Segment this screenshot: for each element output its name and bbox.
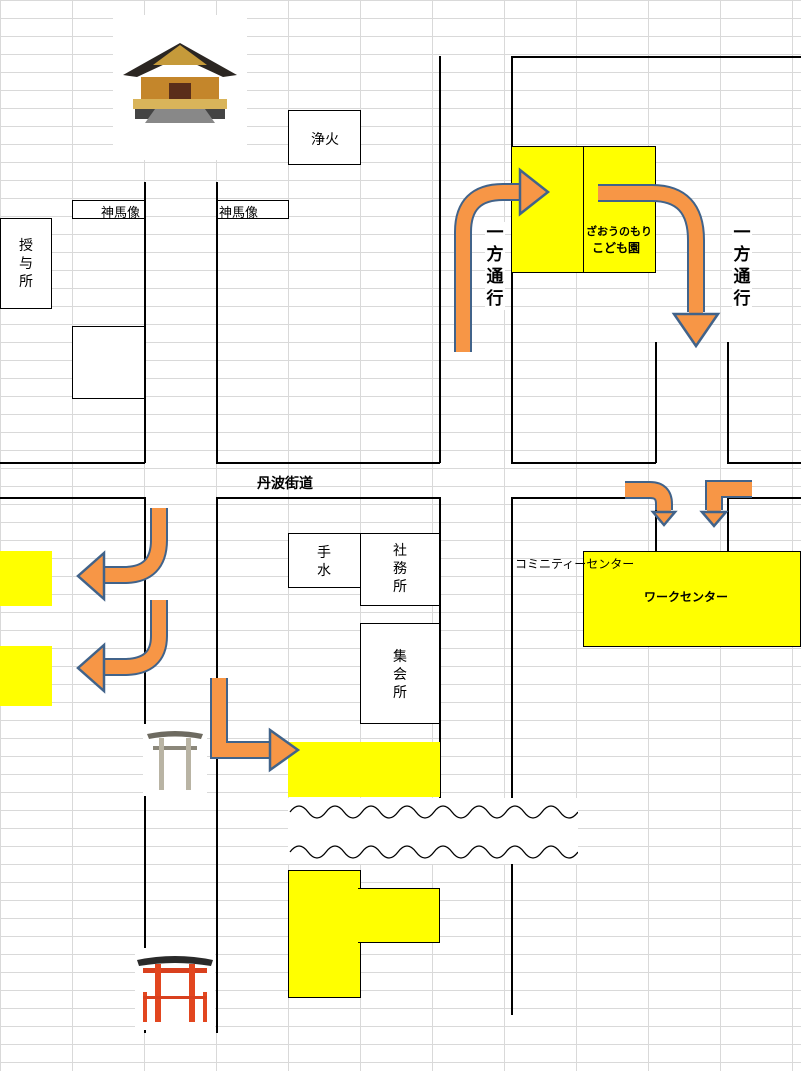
road-line (727, 497, 729, 552)
kindergarten-label-2: こども園 (592, 241, 641, 255)
horse-statue-right-label: 神馬像 (219, 206, 259, 221)
road-line (144, 182, 146, 463)
shrine-office-label: 社務所 (393, 543, 407, 595)
road-edge (511, 497, 656, 499)
red-torii-image (135, 948, 215, 1030)
amulet-office-box: 授与所 (0, 218, 52, 309)
road-line (727, 342, 729, 463)
one-way-left-label: 一方通行 (485, 222, 505, 310)
arrow-head-left (76, 642, 106, 694)
wave-line (289, 845, 578, 859)
road-edge (727, 497, 801, 499)
road-line (216, 182, 218, 463)
purification-water-box: 手水 (288, 533, 361, 588)
amulet-office-label: 授与所 (19, 238, 33, 290)
work-center-label: ワークセンター (644, 590, 729, 604)
work-center-box: ワークセンター (583, 551, 801, 647)
kindergarten-yard (511, 146, 584, 273)
parking-area (358, 888, 440, 943)
river (288, 798, 578, 864)
purification-water-label: 手水 (317, 545, 331, 579)
wave-line (289, 805, 578, 819)
kindergarten-box: ざおうのもり こども園 (583, 146, 656, 273)
horse-statue-left-box: 神馬像 (72, 200, 145, 221)
empty-building-box (72, 326, 145, 399)
parking-area (0, 646, 52, 706)
arrow-head-left (76, 550, 106, 602)
parking-area (288, 870, 361, 998)
horse-statue-left-label: 神馬像 (100, 206, 140, 221)
parking-area (288, 742, 440, 797)
community-center-label: コミニティーセンター (515, 557, 635, 571)
road-line (511, 497, 513, 1015)
road-edge (511, 462, 656, 464)
horse-statue-right-box: 神馬像 (216, 200, 289, 221)
road-line (439, 56, 441, 463)
road-edge (727, 462, 801, 464)
stone-torii-image (143, 724, 207, 796)
road-line (655, 497, 657, 552)
kaido-label: 丹波街道 (257, 476, 313, 492)
one-way-right-label: 一方通行 (732, 222, 752, 310)
shrine-office-box: 社務所 (360, 533, 440, 606)
assembly-hall-box: 集会所 (360, 623, 440, 724)
parking-area (0, 551, 52, 606)
road-edge (0, 462, 145, 464)
shrine-image (113, 15, 247, 160)
road-edge (216, 497, 440, 499)
purification-fire-label: 浄火 (311, 132, 339, 148)
kindergarten-label-1: ざおうのもり (586, 225, 652, 238)
road-line (511, 56, 801, 58)
assembly-hall-label: 集会所 (393, 649, 407, 701)
arrow-head-down (699, 510, 729, 528)
road-line (216, 497, 218, 1033)
road-line (655, 342, 657, 463)
purification-fire-box: 浄火 (288, 110, 361, 165)
road-edge (216, 462, 440, 464)
road-edge (0, 497, 145, 499)
arrow-head-down (671, 312, 721, 349)
